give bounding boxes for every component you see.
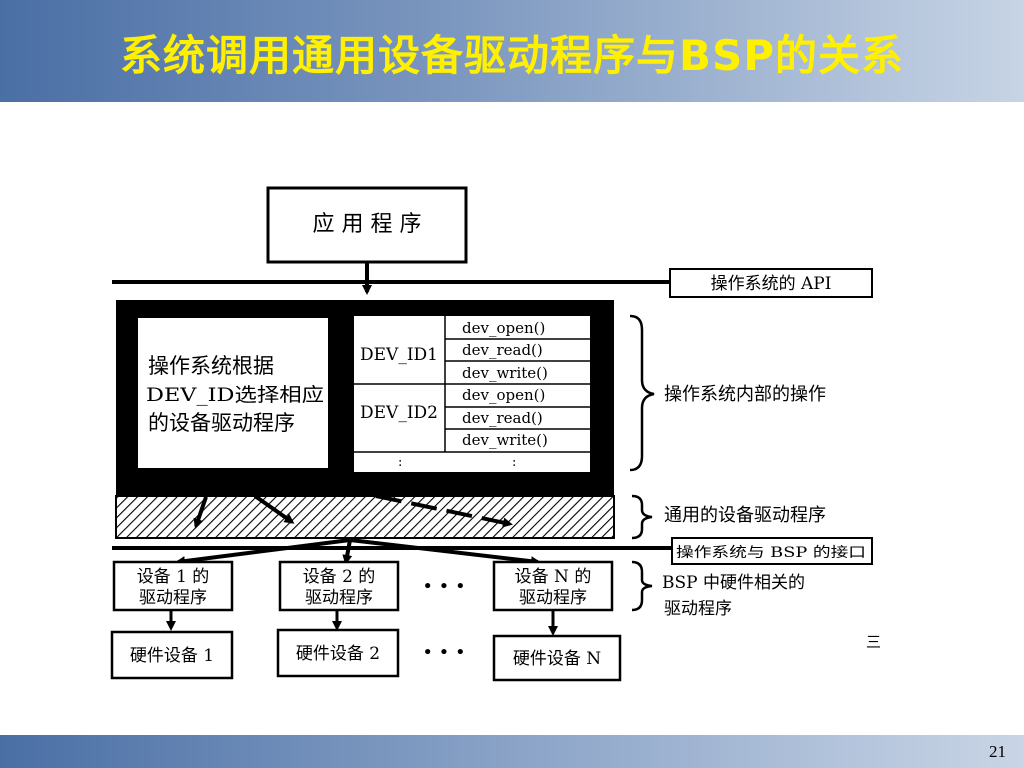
- os-select-line-1: 操作系统根据: [148, 354, 274, 378]
- driver-dots: • • •: [422, 576, 465, 597]
- fan-arrow-3: [349, 538, 541, 567]
- os-api-label: 操作系统的 API: [711, 274, 832, 294]
- hardware-box-2: [276, 628, 400, 678]
- driver-1-line-2: 驱动程序: [139, 588, 207, 608]
- brace-os-internal-label: 操作系统内部的操作: [664, 384, 826, 405]
- os-select-box: [138, 318, 328, 468]
- brace-bsp-line-2: 驱动程序: [664, 599, 732, 619]
- band-arrow-3: [375, 494, 513, 528]
- fan-arrow-1: [175, 538, 351, 567]
- generic-driver-band: [115, 495, 615, 539]
- hardware-box-1: [110, 630, 234, 680]
- side-mark: 三: [866, 633, 881, 651]
- os-select-line-2: DEV_ID选择相应: [146, 384, 324, 406]
- brace-bsp: [631, 560, 653, 612]
- os-api-box: [669, 268, 873, 298]
- os-select-line-3: 的设备驱动程序: [148, 411, 295, 435]
- slide-header: 系统调用通用设备驱动程序与BSP的关系: [0, 0, 1024, 102]
- fan-arrow-2: [342, 539, 353, 565]
- ellipsis-colon-1: :: [398, 455, 402, 470]
- band-arrow-1: [193, 496, 208, 529]
- hardware-n-label: 硬件设备 N: [513, 649, 601, 669]
- func-dev-write-1: dev_write(): [462, 364, 548, 382]
- dev-id-2: DEV_ID2: [360, 403, 438, 423]
- driver-n-line-1: 设备 N 的: [515, 567, 592, 587]
- func-dev-open-2: dev_open(): [462, 386, 545, 404]
- driver-1-line-1: 设备 1 的: [137, 567, 210, 587]
- hardware-1-label: 硬件设备 1: [130, 646, 214, 666]
- driver-box-2: [278, 560, 400, 612]
- page-number: 21: [989, 742, 1006, 761]
- brace-generic-driver-label: 通用的设备驱动程序: [664, 505, 826, 526]
- ellipsis-colon-2: :: [512, 455, 516, 470]
- brace-generic-driver: [631, 494, 653, 540]
- hardware-box-n: [492, 634, 622, 682]
- bsp-interface-label: 操作系统与 BSP 的接口: [676, 544, 866, 561]
- hardware-2-label: 硬件设备 2: [296, 644, 380, 664]
- dev-id-panel: [354, 316, 590, 472]
- driver-n-line-2: 驱动程序: [519, 588, 587, 608]
- slide-footer: 21: [0, 735, 1024, 768]
- brace-bsp-line-1: BSP 中硬件相关的: [662, 573, 805, 593]
- band-arrow-2: [253, 494, 295, 524]
- bsp-interface-box: [671, 537, 873, 565]
- func-dev-read-2: dev_read(): [462, 409, 543, 427]
- dev-id-1: DEV_ID1: [360, 345, 438, 365]
- func-dev-open-1: dev_open(): [462, 319, 545, 337]
- driver-2-line-1: 设备 2 的: [303, 567, 376, 587]
- brace-os-internal: [629, 314, 655, 472]
- driver-box-1: [112, 560, 234, 612]
- app-box-label: 应 用 程 序: [313, 212, 422, 237]
- hardware-dots: • • •: [422, 642, 465, 663]
- func-dev-read-1: dev_read(): [462, 341, 543, 359]
- slide-title: 系统调用通用设备驱动程序与BSP的关系: [119, 31, 905, 80]
- driver-2-line-2: 驱动程序: [305, 588, 373, 608]
- func-dev-write-2: dev_write(): [462, 431, 548, 449]
